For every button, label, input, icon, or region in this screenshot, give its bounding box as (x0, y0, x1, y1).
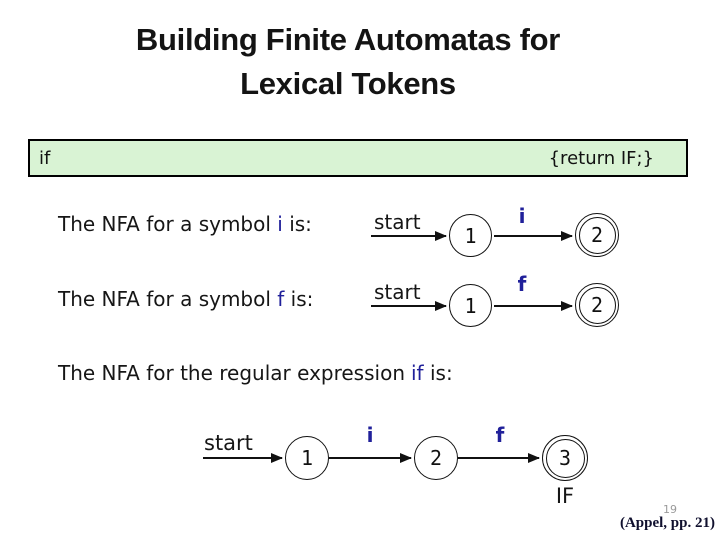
nfa-i-state-2-id: 2 (590, 223, 604, 247)
nfa-i-transition-label: i (518, 204, 526, 228)
sentence-nfa-f-prefix: The NFA for a symbol (58, 287, 278, 311)
lex-rule-pattern: if (39, 147, 51, 169)
lex-rule-box: if {return IF;} (28, 139, 688, 177)
nfa-f-state-1-id: 1 (464, 293, 477, 318)
nfa-i-state-1: 1 (449, 214, 492, 257)
nfa-if-state-1: 1 (285, 436, 329, 480)
nfa-if-state-2: 2 (414, 436, 458, 480)
sentence-nfa-i: The NFA for a symbol i is: (58, 212, 312, 236)
nfa-i-state-1-id: 1 (464, 223, 477, 248)
accepting-inner-ring (578, 216, 616, 254)
sentence-nfa-if-suffix: is: (423, 361, 453, 385)
nfa-if-state-2-id: 2 (429, 446, 443, 470)
sentence-nfa-f: The NFA for a symbol f is: (58, 287, 313, 311)
lex-rule-action: {return IF;} (548, 147, 654, 169)
nfa-if-state-3-accepting: 3 (542, 435, 588, 481)
nfa-f-state-1: 1 (449, 284, 492, 327)
slide-title-line2: Lexical Tokens (240, 66, 456, 101)
citation: (Appel, pp. 21) (619, 515, 715, 531)
accepting-inner-ring (545, 438, 585, 478)
slide-title-line1: Building Finite Automatas for (135, 22, 561, 57)
nfa-if-transition-i-label: i (366, 423, 374, 447)
nfa-if-state-1-id: 1 (300, 446, 314, 470)
nfa-f-transition-label: f (517, 272, 527, 296)
sentence-nfa-i-prefix: The NFA for a symbol (58, 212, 278, 236)
nfa-if-state-3-id: 3 (558, 446, 572, 470)
nfa-i-state-2-accepting: 2 (575, 213, 619, 257)
sentence-nfa-if-prefix: The NFA for the regular expression (58, 361, 405, 385)
nfa-f-state-2-accepting: 2 (575, 283, 619, 327)
slide-title: Building Finite Automatas for Lexical To… (0, 18, 696, 106)
nfa-if-start-label: start (204, 431, 253, 455)
accepting-inner-ring (578, 286, 616, 324)
nfa-f-start-label: start (374, 280, 421, 304)
sentence-nfa-f-suffix: is: (284, 287, 314, 311)
nfa-f-state-2-id: 2 (590, 293, 604, 317)
nfa-if-transition-f-label: f (495, 423, 505, 447)
nfa-i-start-label: start (374, 210, 421, 234)
sentence-nfa-i-symbol: i (277, 212, 283, 236)
page-number: 19 (663, 503, 677, 516)
sentence-nfa-f-symbol: f (277, 287, 285, 311)
nfa-if-accept-token: IF (555, 484, 575, 508)
sentence-nfa-i-suffix: is: (282, 212, 312, 236)
sentence-nfa-if-symbol: if (411, 361, 424, 385)
